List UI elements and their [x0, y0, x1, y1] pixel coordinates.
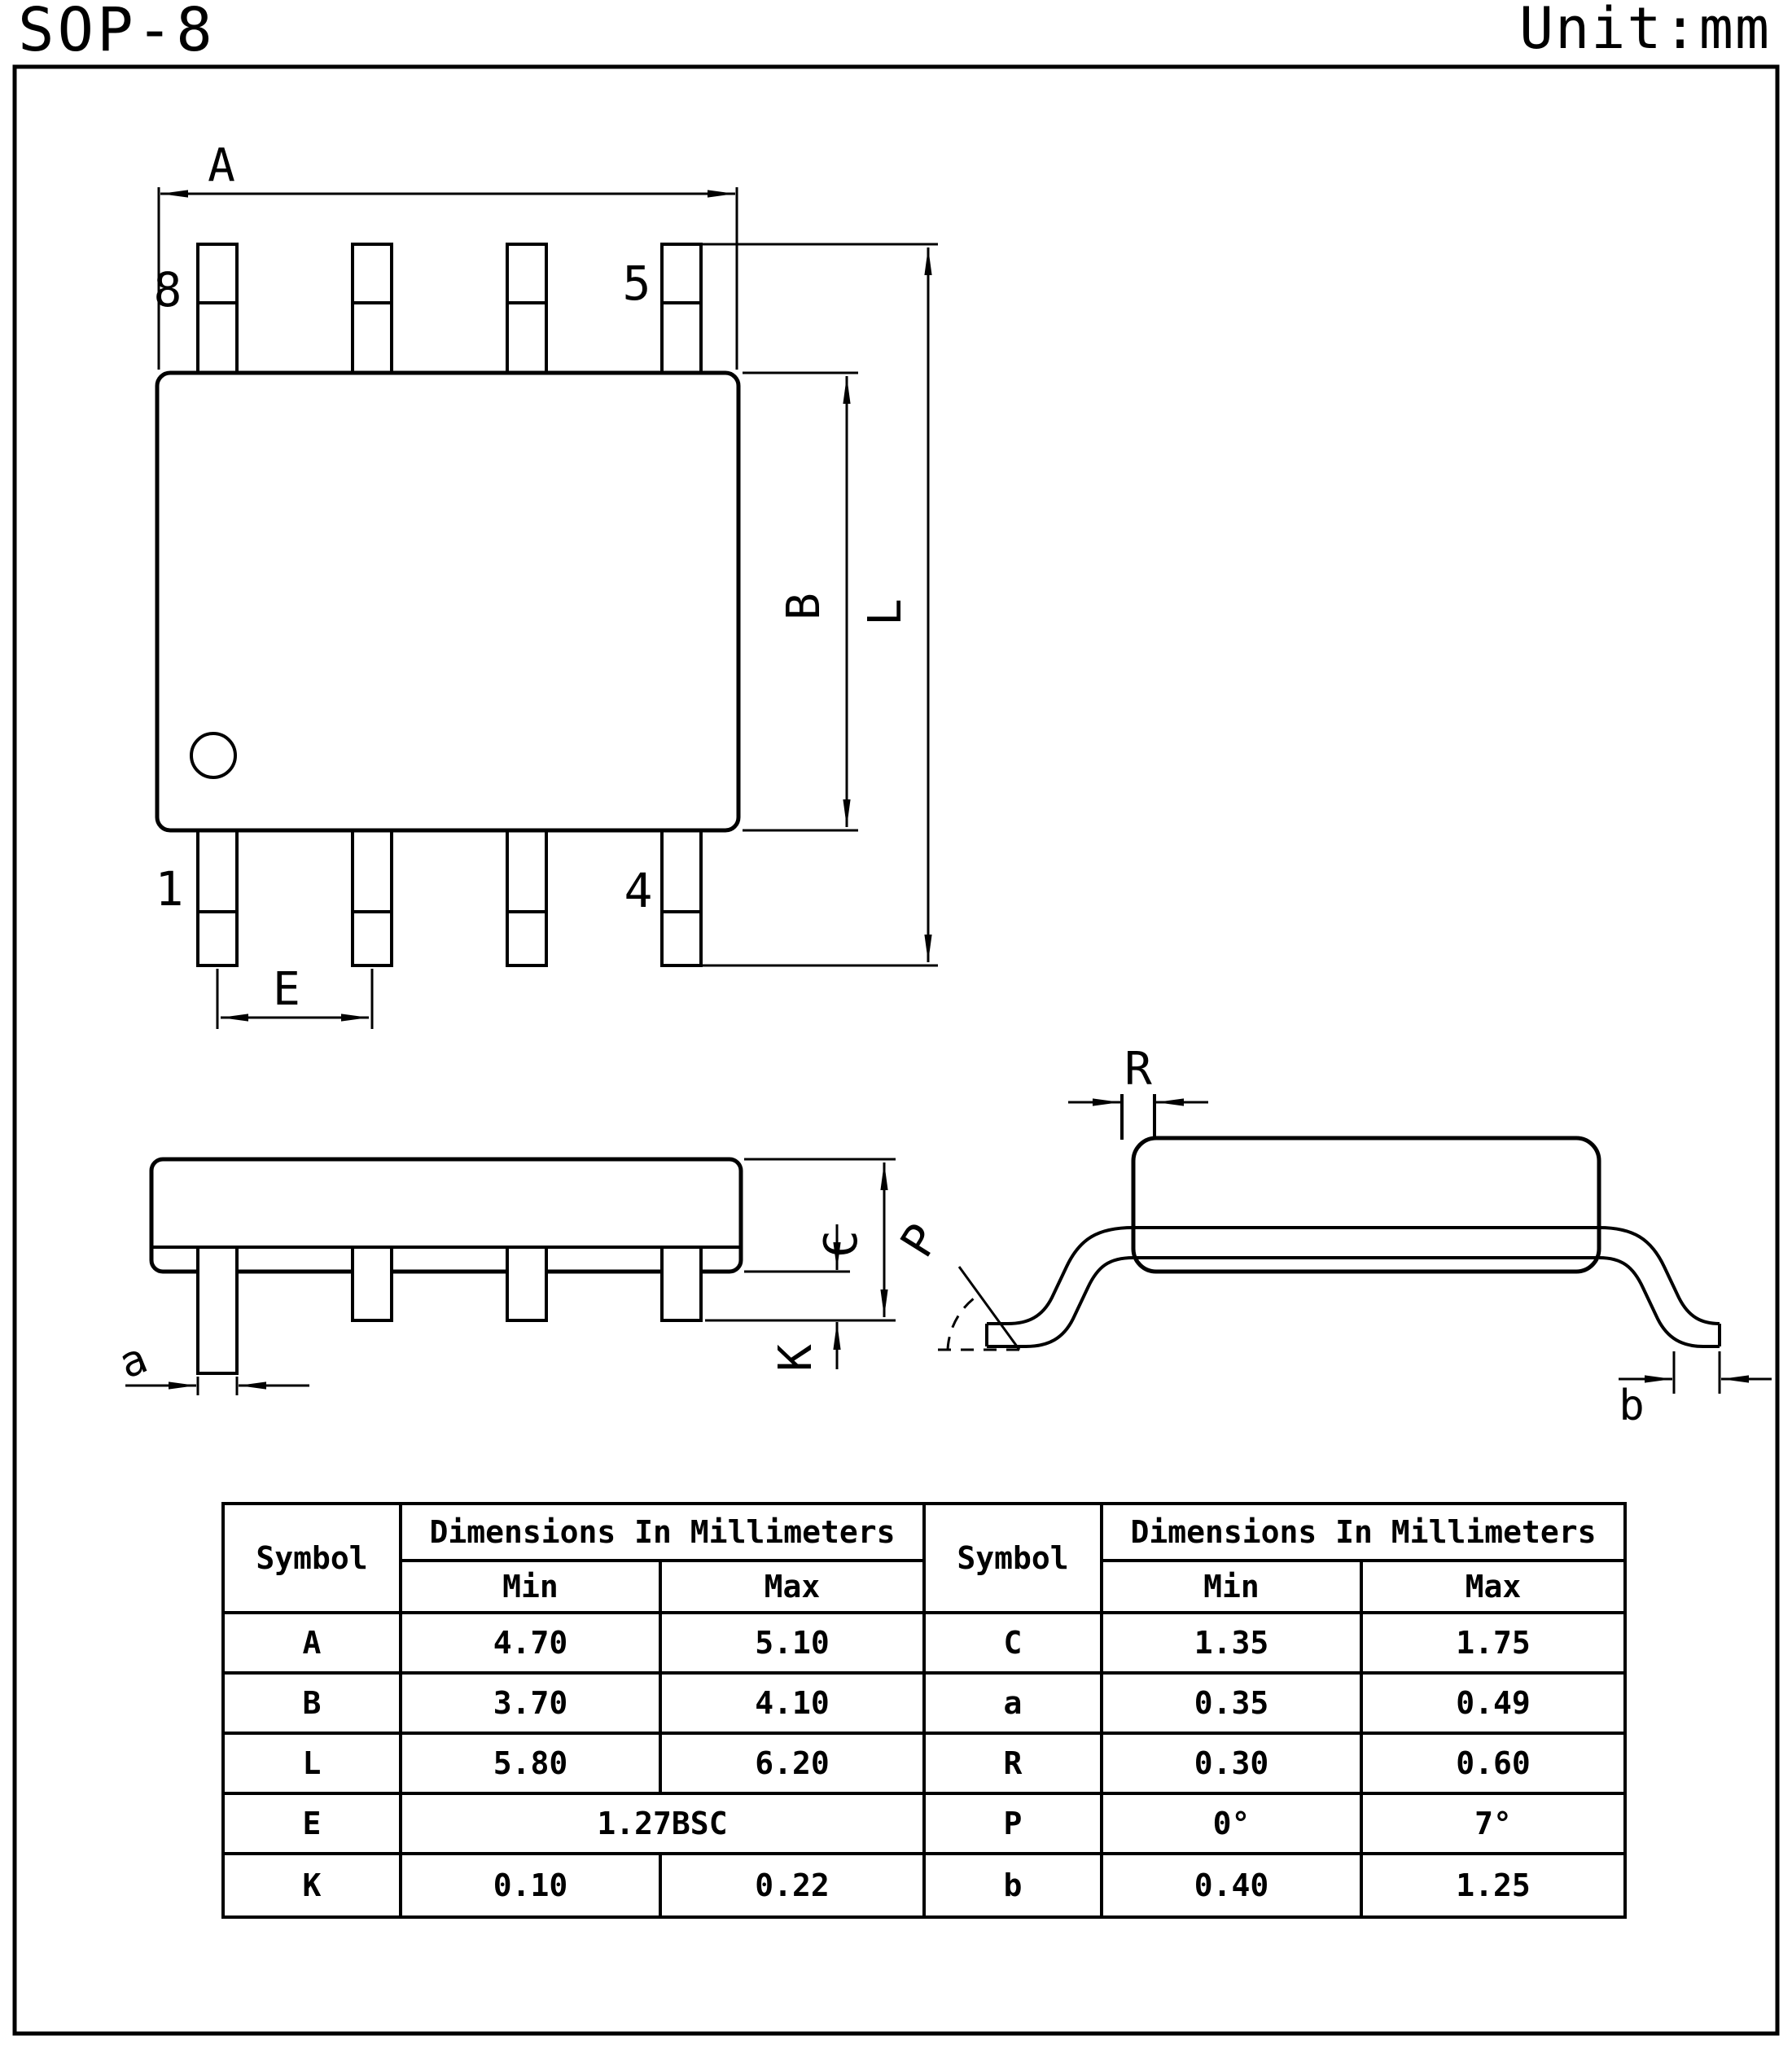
max-header: Max [1363, 1562, 1623, 1614]
symbol-cell: b [926, 1855, 1103, 1915]
package-body-end-view [1131, 1136, 1601, 1274]
max-cell: 4.10 [662, 1675, 922, 1735]
min-header: Min [1103, 1562, 1363, 1614]
pin [351, 243, 393, 378]
pin-number-4: 4 [624, 863, 653, 918]
pin [196, 827, 239, 967]
pin [660, 243, 703, 378]
dimensions-header: Dimensions In Millimeters [1103, 1505, 1623, 1562]
lead [196, 1246, 239, 1375]
top-view [155, 187, 938, 1029]
dim-label-b-foot: b [1619, 1381, 1644, 1430]
symbol-header: Symbol [225, 1505, 402, 1614]
lead [660, 1246, 703, 1322]
span-value-cell: 1.27BSC [402, 1795, 922, 1855]
max-cell: 6.20 [662, 1735, 922, 1795]
max-cell: 1.25 [1456, 1867, 1531, 1903]
pin-number-8: 8 [154, 262, 182, 317]
package-body-top-view [155, 370, 741, 833]
min-cell: 3.70 [402, 1675, 662, 1735]
symbol-cell: K [225, 1855, 402, 1915]
pin [506, 827, 548, 967]
max-cell: 1.75 [1363, 1614, 1623, 1675]
min-cell: 0.30 [1103, 1735, 1363, 1795]
end-view [928, 1094, 1772, 1394]
min-cell: 0.10 [402, 1855, 662, 1915]
symbol-cell: E [225, 1795, 402, 1855]
pin [506, 243, 548, 378]
dim-label-k-standoff: K [769, 1344, 822, 1372]
max-cell: 5.10 [662, 1614, 922, 1675]
dim-label-r-radius: R [1124, 1043, 1152, 1096]
symbol-cell: P [926, 1795, 1103, 1855]
max-cell: 0.22 [755, 1867, 830, 1903]
min-header: Min [402, 1562, 662, 1614]
pin [660, 827, 703, 967]
dimension-tables: Symbol Dimensions In Millimeters Min Max… [221, 1502, 1627, 1919]
symbol-cell: C [926, 1614, 1103, 1675]
dimensions-header: Dimensions In Millimeters [402, 1505, 922, 1562]
dim-label-a-lead-width: a [112, 1334, 155, 1389]
min-cell: 4.70 [402, 1614, 662, 1675]
max-cell: 0.49 [1363, 1675, 1623, 1735]
pin-number-5: 5 [623, 256, 651, 311]
drawing-border [12, 64, 1780, 2036]
lead [506, 1246, 548, 1322]
unit-label: Unit:mm [1518, 0, 1771, 62]
max-cell: 7° [1363, 1795, 1623, 1855]
symbol-cell: B [225, 1675, 402, 1735]
dimension-table-right: Symbol Dimensions In Millimeters Min Max… [922, 1502, 1627, 1919]
max-header: Max [662, 1562, 922, 1614]
symbol-header: Symbol [926, 1505, 1103, 1614]
min-cell: 1.35 [1103, 1614, 1363, 1675]
pin-number-1: 1 [156, 861, 184, 917]
pin [196, 243, 239, 378]
symbol-cell: R [926, 1735, 1103, 1795]
max-cell: 0.60 [1363, 1735, 1623, 1795]
pin1-marker-dot [190, 732, 237, 779]
dim-label-e-pitch: E [273, 963, 300, 1016]
min-cell: 0.40 [1103, 1855, 1363, 1915]
lead [351, 1246, 393, 1322]
dim-label-c-height: C [815, 1230, 868, 1258]
dim-label-a-width: A [208, 139, 235, 192]
min-cell: 5.80 [402, 1735, 662, 1795]
symbol-cell: L [225, 1735, 402, 1795]
side-view [125, 1157, 896, 1395]
dim-label-b-body: B [778, 593, 830, 620]
dim-label-l-span: L [859, 598, 912, 626]
dim-label-p-angle: P [891, 1215, 950, 1267]
symbol-cell: a [926, 1675, 1103, 1735]
min-cell: 0.35 [1103, 1675, 1363, 1735]
symbol-cell: A [225, 1614, 402, 1675]
package-body-side-view [149, 1157, 743, 1274]
pin [351, 827, 393, 967]
dimension-table-left: Symbol Dimensions In Millimeters Min Max… [221, 1502, 926, 1919]
package-name: SOP-8 [18, 0, 216, 65]
min-cell: 0° [1103, 1795, 1363, 1855]
